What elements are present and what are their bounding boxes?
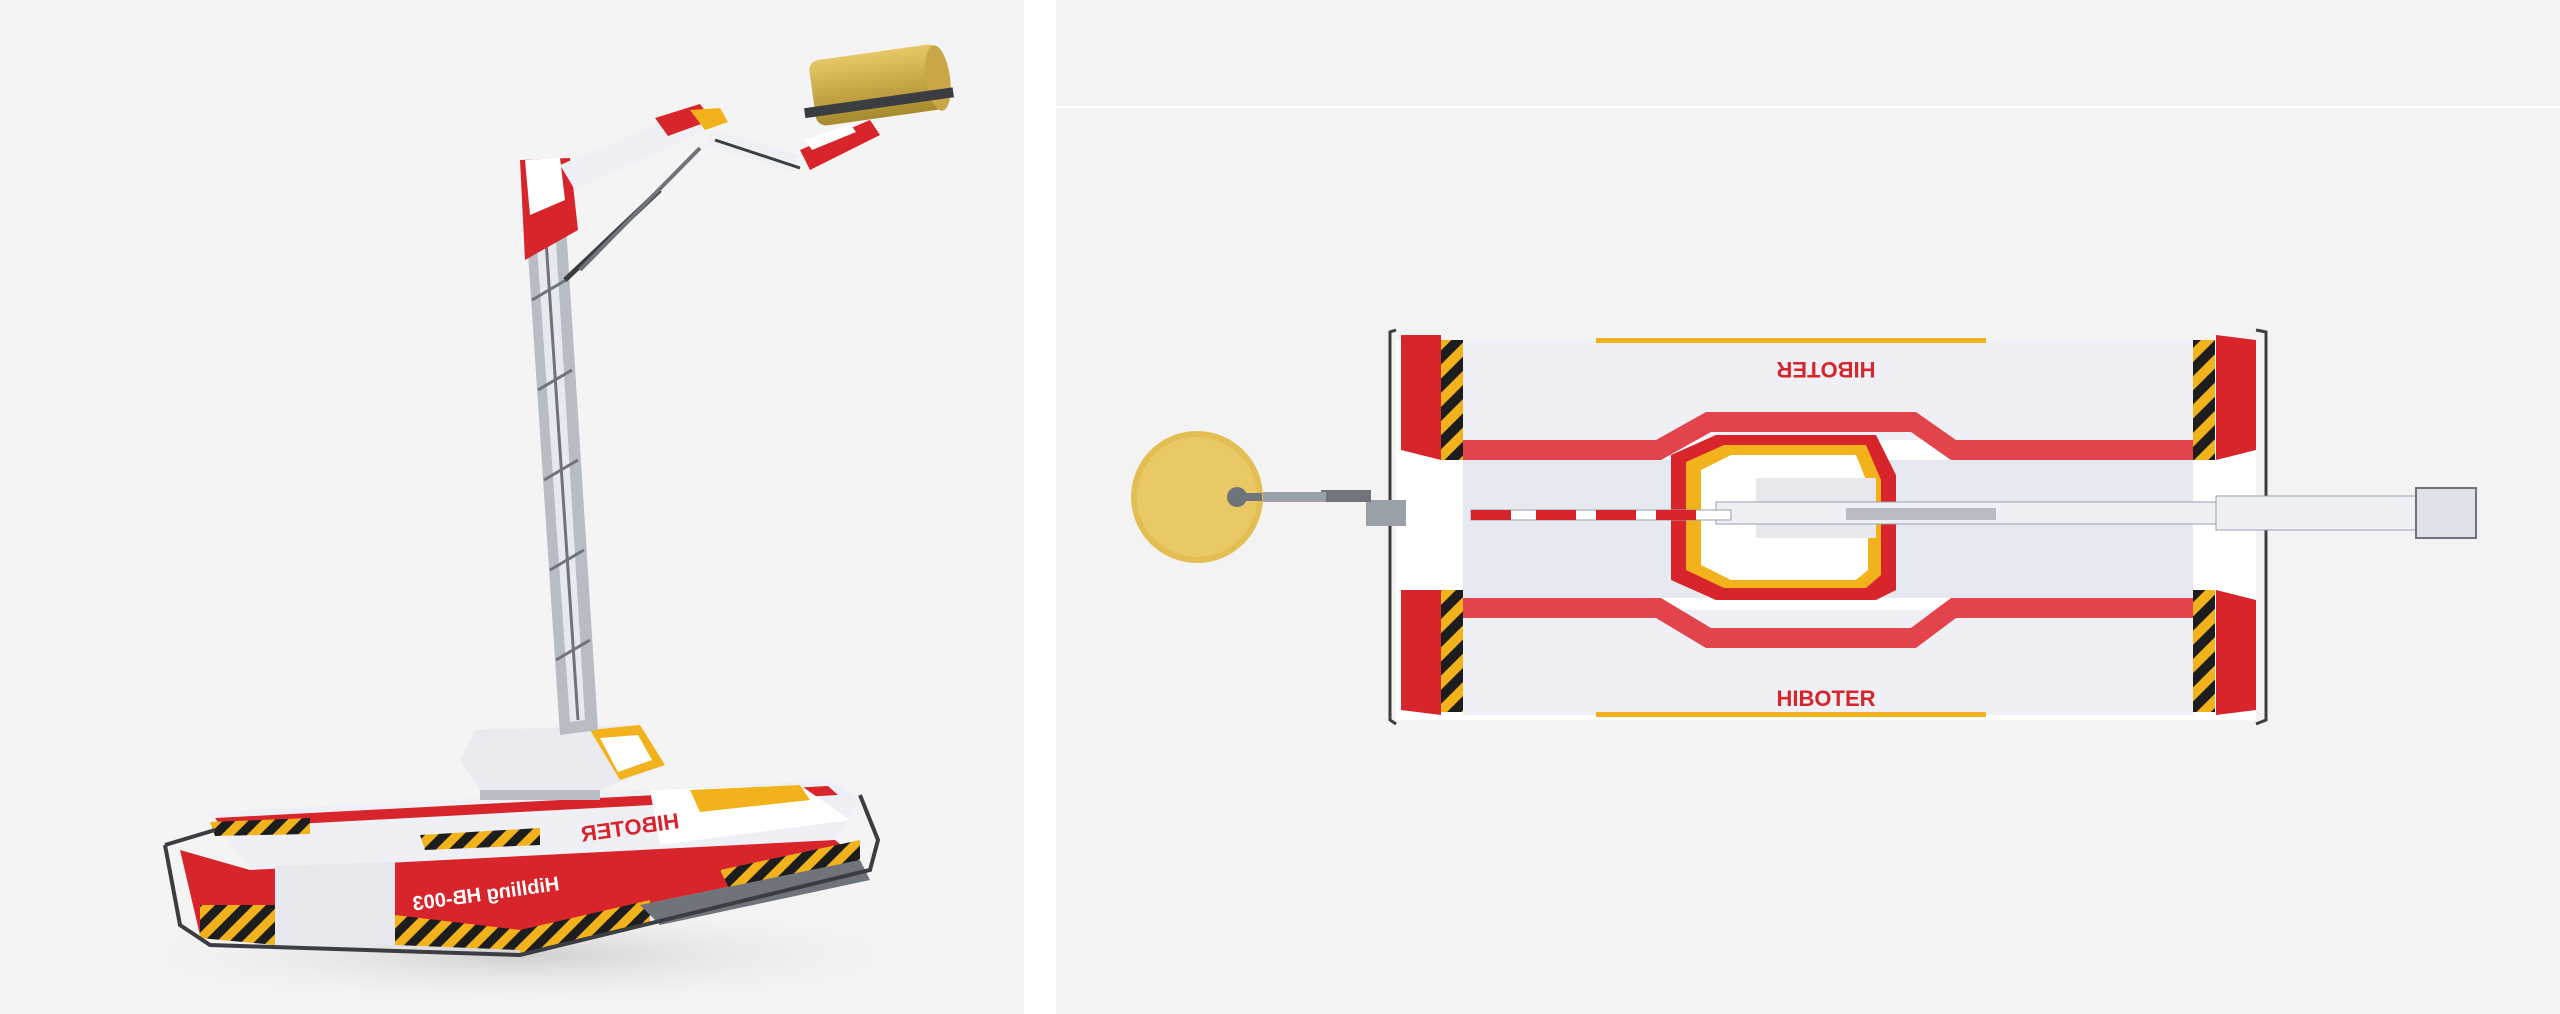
turret <box>460 725 665 800</box>
boom-arm-top <box>1256 487 2477 539</box>
brand-logo-top-mirrored: HIBOTER <box>1776 357 1875 382</box>
horizon-line <box>1056 106 2560 108</box>
chassis-top <box>1396 335 2256 720</box>
brand-logo-bottom: HIBOTER <box>1777 686 1876 711</box>
perspective-view-panel: HIBOTER Hiblling HB-003 <box>0 0 1024 1014</box>
top-view-panel: HIBOTER HIBOTER <box>1056 0 2560 1014</box>
lattice-mast <box>520 158 598 735</box>
top-view-robot-render: HIBOTER HIBOTER <box>1131 328 2477 726</box>
polishing-pad-top <box>1131 431 1263 563</box>
polishing-pad <box>804 44 954 126</box>
crawler-chassis <box>163 780 881 958</box>
boom-arm <box>560 104 880 282</box>
perspective-robot-render: HIBOTER Hiblling HB-003 <box>90 44 954 1010</box>
